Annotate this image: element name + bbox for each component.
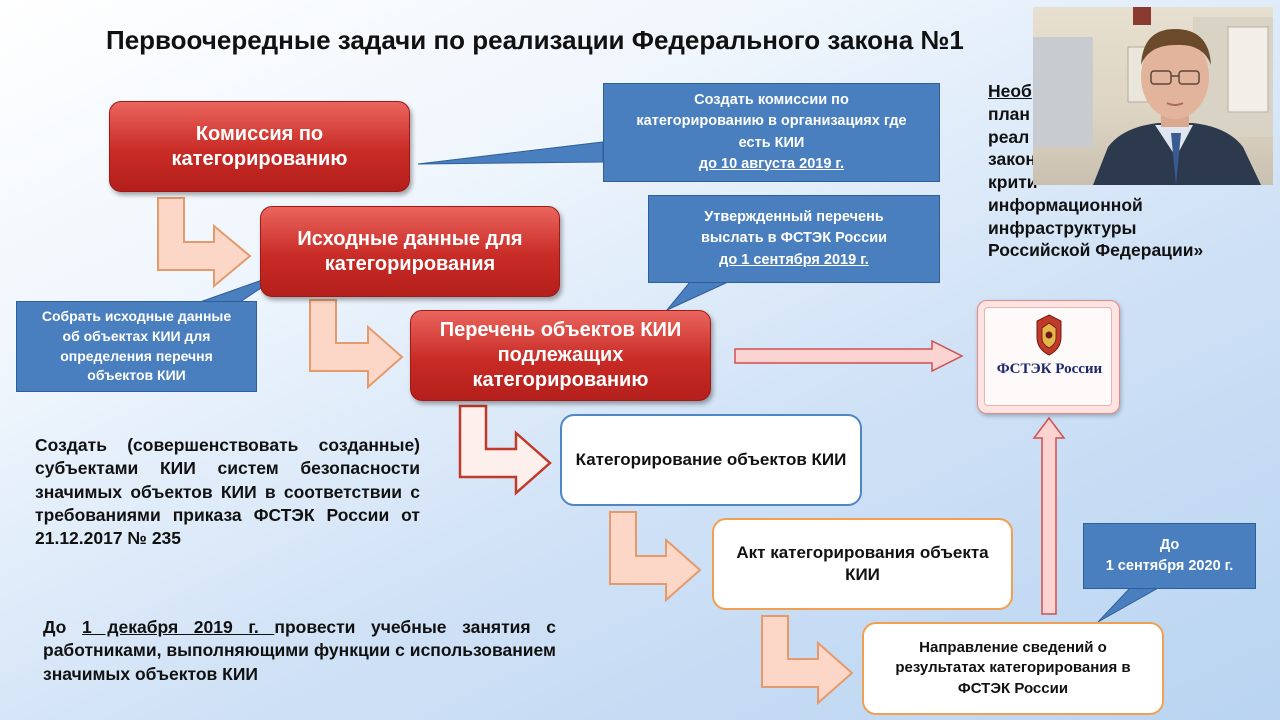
commission-box: Комиссия по категорированию xyxy=(109,101,410,192)
create-systems-text: Создать (совершенствовать созданные) суб… xyxy=(35,435,420,549)
bent-arrow-1 xyxy=(157,197,252,289)
categorization-box: Категорирование объектов КИИ xyxy=(560,414,862,506)
callout-tail-approved xyxy=(666,281,729,311)
right-text-line: реал xyxy=(988,126,1030,147)
callout-line: есть КИИ xyxy=(738,134,805,151)
fstek-emblem-icon xyxy=(1036,314,1062,356)
bent-arrow-3 xyxy=(458,404,552,496)
callout-collect-data: Собрать исходные данные об объектах КИИ … xyxy=(16,301,257,392)
fstek-label: ФСТЭК России xyxy=(996,361,1103,377)
callout-line: категорированию в организациях где xyxy=(636,113,907,130)
arrow-to-fstek xyxy=(734,339,964,373)
training-text: До 1 декабря 2019 г. провести учебные за… xyxy=(43,616,556,686)
callout-line: определения перечня xyxy=(60,347,213,364)
webcam-video[interactable] xyxy=(1033,7,1273,185)
right-text-line: инфраструктуры xyxy=(988,217,1137,238)
callout-line: До xyxy=(1159,536,1180,553)
source-data-box: Исходные данные для категорирования xyxy=(260,206,560,297)
right-text-block: Необ план реал закон крити информационно… xyxy=(988,80,1248,262)
right-text-line: Необ xyxy=(988,81,1032,101)
slide-title: Первоочередные задачи по реализации Феде… xyxy=(106,25,964,55)
callout-line: Утвержденный перечень xyxy=(704,209,884,226)
fstek-box: ФСТЭК России xyxy=(977,300,1120,414)
right-text-line: информационной xyxy=(988,194,1143,215)
callout-line: объектов КИИ xyxy=(87,367,186,384)
callout-tail-commission xyxy=(417,141,604,165)
callout-line: выслать в ФСТЭК России xyxy=(700,230,888,247)
callout-line: об объектах КИИ для xyxy=(62,327,211,344)
bent-arrow-4 xyxy=(609,511,702,603)
callout-line: Создать комиссии по xyxy=(694,92,849,109)
callout-line: 1 сентября 2020 г. xyxy=(1105,558,1234,574)
objects-list-box: Перечень объектов КИИ подлежащих категор… xyxy=(410,310,711,401)
callout-line: Собрать исходные данные xyxy=(41,308,232,325)
bent-arrow-2 xyxy=(309,299,404,390)
training-prefix: До xyxy=(43,617,82,637)
arrow-up-to-fstek xyxy=(1032,416,1066,615)
right-text-line: закон xyxy=(988,149,1036,170)
act-box: Акт категорирования объекта КИИ xyxy=(712,518,1013,610)
callout-deadline: до 1 сентября 2019 г. xyxy=(719,251,869,268)
training-date: 1 декабря 2019 г. xyxy=(82,617,275,637)
right-text-line: план xyxy=(988,103,1030,124)
right-text-line: Российской Федерации» xyxy=(988,240,1204,261)
bent-arrow-5 xyxy=(761,615,854,706)
callout-create-commission: Создать комиссии по категорированию в ор… xyxy=(603,83,940,182)
sending-box: Направление сведений о результатах катег… xyxy=(862,622,1164,715)
callout-deadline: до 10 августа 2019 г. xyxy=(698,155,845,172)
presenter-image xyxy=(1033,7,1273,185)
training-rest: провести учебные занятия с работниками, … xyxy=(43,617,556,684)
callout-tail-2020 xyxy=(1097,587,1160,623)
right-text-line: крити xyxy=(988,172,1038,192)
callout-deadline-2020: До 1 сентября 2020 г. xyxy=(1083,523,1256,589)
callout-approved-list: Утвержденный перечень выслать в ФСТЭК Ро… xyxy=(648,195,940,283)
